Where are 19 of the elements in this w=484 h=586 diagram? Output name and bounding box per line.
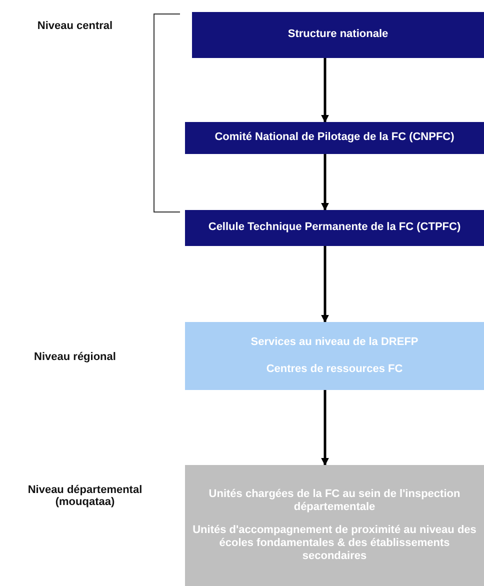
level-label: Niveau central [36, 20, 114, 32]
arrow [321, 246, 329, 323]
box-text: Unités chargées de la FC au sein de l'inspection départementale [208, 488, 462, 514]
arrow [321, 390, 329, 466]
box-text: Services au niveau de la DREFP [250, 336, 418, 349]
box-text: Unités d'accompagnement de proximité au niveau des écoles fondamentales & des établissements secondaires [192, 524, 478, 564]
org-box [185, 122, 484, 154]
org-box [192, 12, 484, 58]
org-box [185, 465, 484, 586]
org-box [185, 322, 484, 390]
box-text: Structure nationale [288, 28, 388, 42]
arrow [321, 154, 329, 211]
box-text: Centres de ressources FC [266, 363, 403, 376]
level-label: Niveau départemental (mouqataa) [26, 484, 144, 508]
level-label: Niveau régional [33, 351, 117, 363]
org-box [185, 210, 484, 246]
box-text: Cellule Technique Permanente de la FC (CTPFC) [208, 221, 461, 235]
arrow [321, 58, 329, 123]
box-text: Comité National de Pilotage de la FC (CNPFC) [214, 131, 454, 145]
